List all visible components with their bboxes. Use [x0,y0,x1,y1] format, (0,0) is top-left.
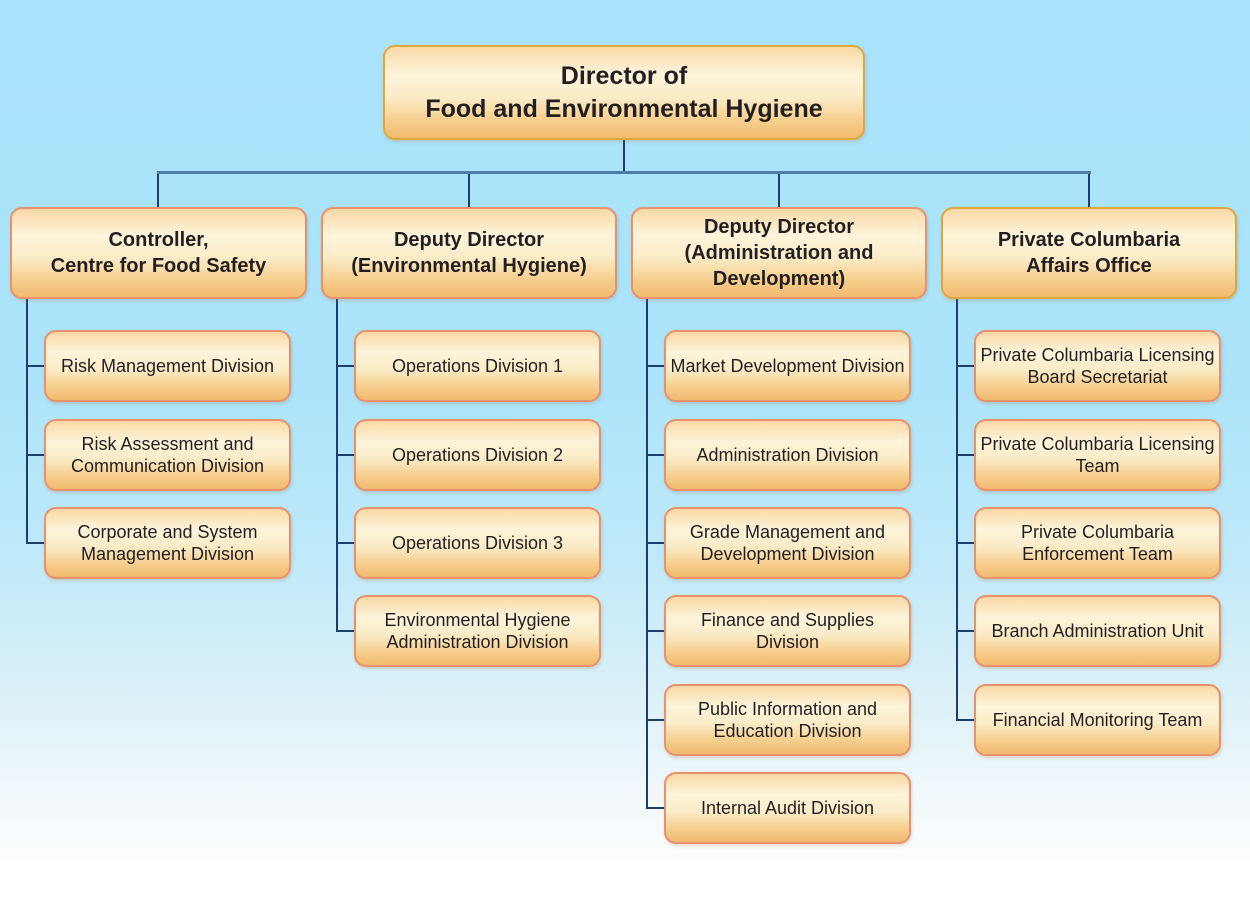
org-node-label: Market Development Division [670,355,905,376]
org-node-label: Operations Division 3 [391,532,564,553]
connector-spine-col1 [26,299,28,544]
connector-stub [26,542,44,544]
org-node-operations-division-3: Operations Division 3 [354,507,601,579]
org-node-environmental-hygiene-administration-division: Environmental Hygiene Administration Div… [354,595,601,667]
connector-stub [336,630,354,632]
org-node-label: Deputy Director (Administration and Deve… [684,216,874,290]
connector-director-drop [623,140,625,174]
connector-spine-col3 [646,299,648,809]
org-node-director: Director of Food and Environmental Hygie… [383,45,865,140]
org-node-label: Private Columbaria Affairs Office [997,229,1181,277]
org-node-label: Risk Management Division [60,355,275,376]
connector-stub [336,365,354,367]
org-node-label: Corporate and System Management Division [77,521,258,565]
org-node-grade-management-development-division: Grade Management and Development Divisio… [664,507,911,579]
org-node-risk-assessment-communication-division: Risk Assessment and Communication Divisi… [44,419,291,491]
org-node-label: Public Information and Education Divisio… [697,698,878,742]
connector-stub [646,454,664,456]
org-node-branch-controller-cfs: Controller, Centre for Food Safety [10,207,307,299]
connector-stub [336,542,354,544]
org-node-branch-administration-unit: Branch Administration Unit [974,595,1221,667]
connector-stub [646,719,664,721]
connector-stub [956,454,974,456]
connector-stub [336,454,354,456]
connector-stub [646,807,664,809]
connector-stub [646,365,664,367]
org-node-label: Private Columbaria Enforcement Team [1020,521,1175,565]
org-node-label: Environmental Hygiene Administration Div… [384,609,571,653]
connector-branch-drop-4 [1088,174,1090,207]
org-node-label: Private Columbaria Licensing Team [980,433,1215,477]
org-node-label: Director of Food and Environmental Hygie… [425,62,823,123]
org-node-label: Operations Division 2 [391,444,564,465]
connector-stub [956,719,974,721]
org-node-label: Finance and Supplies Division [700,609,875,653]
org-node-private-columbaria-enforcement-team: Private Columbaria Enforcement Team [974,507,1221,579]
connector-stub [26,454,44,456]
connector-stub [956,542,974,544]
org-node-internal-audit-division: Internal Audit Division [664,772,911,844]
org-node-label: Private Columbaria Licensing Board Secre… [980,344,1215,388]
connector-stub [956,630,974,632]
org-node-risk-management-division: Risk Management Division [44,330,291,402]
connector-branch-drop-2 [468,174,470,207]
org-node-corporate-system-management-division: Corporate and System Management Division [44,507,291,579]
connector-stub [26,365,44,367]
connector-branch-drop-1 [157,174,159,207]
connector-spine-col2 [336,299,338,632]
org-node-label: Grade Management and Development Divisio… [689,521,886,565]
org-node-administration-division: Administration Division [664,419,911,491]
org-node-public-information-education-division: Public Information and Education Divisio… [664,684,911,756]
org-node-label: Controller, Centre for Food Safety [50,229,267,277]
org-node-private-columbaria-licensing-team: Private Columbaria Licensing Team [974,419,1221,491]
connector-spine-col4 [956,299,958,721]
connector-main-horizontal [157,171,1091,174]
org-node-label: Risk Assessment and Communication Divisi… [70,433,265,477]
connector-branch-drop-3 [778,174,780,207]
org-node-branch-private-columbaria-affairs-office: Private Columbaria Affairs Office [941,207,1237,299]
org-node-finance-supplies-division: Finance and Supplies Division [664,595,911,667]
org-node-label: Internal Audit Division [700,797,875,818]
org-node-operations-division-2: Operations Division 2 [354,419,601,491]
org-node-label: Administration Division [696,444,879,465]
org-node-operations-division-1: Operations Division 1 [354,330,601,402]
org-node-label: Operations Division 1 [391,355,564,376]
org-node-label: Financial Monitoring Team [992,709,1203,730]
org-node-label: Branch Administration Unit [991,620,1204,641]
connector-stub [646,630,664,632]
org-node-branch-dd-administration-development: Deputy Director (Administration and Deve… [631,207,927,299]
org-node-financial-monitoring-team: Financial Monitoring Team [974,684,1221,756]
connector-stub [646,542,664,544]
org-node-branch-dd-environmental-hygiene: Deputy Director (Environmental Hygiene) [321,207,617,299]
org-node-label: Deputy Director (Environmental Hygiene) [351,229,587,277]
org-node-private-columbaria-licensing-board-secretariat: Private Columbaria Licensing Board Secre… [974,330,1221,402]
org-node-market-development-division: Market Development Division [664,330,911,402]
connector-stub [956,365,974,367]
